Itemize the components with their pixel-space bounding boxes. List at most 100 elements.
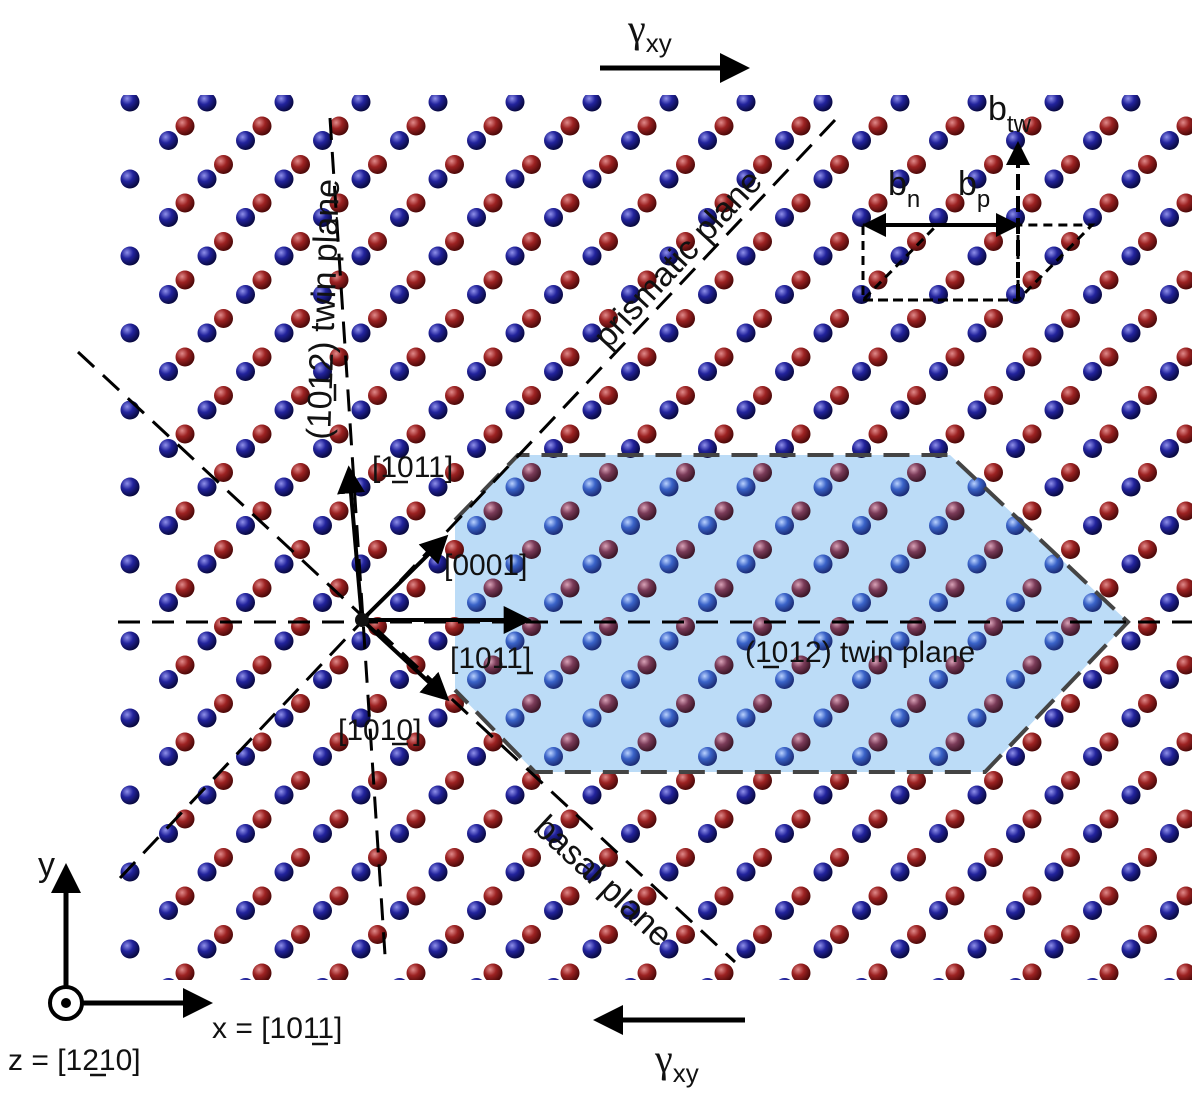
atom-blue (162, 978, 175, 980)
atom-blue (197, 323, 217, 343)
atom-red (945, 732, 965, 752)
atom-red (830, 848, 849, 867)
atom-red (637, 886, 657, 906)
atom-red (868, 809, 888, 829)
atom-blue (313, 747, 332, 766)
atom-red (483, 578, 503, 598)
atom-blue (967, 246, 987, 266)
atom-blue (852, 131, 871, 150)
atom-blue (390, 285, 409, 304)
atom-red (945, 424, 965, 444)
atom-red (714, 347, 734, 367)
atom-red (214, 309, 233, 328)
atom-blue (1083, 901, 1102, 920)
atom-blue (393, 978, 406, 980)
atom-red (868, 270, 888, 290)
atom-red (868, 501, 888, 521)
atom-blue (967, 631, 987, 651)
atom-blue (351, 95, 371, 112)
atom-red (1138, 309, 1157, 328)
atom-red (637, 809, 657, 829)
shear-label-top: γxy (627, 6, 672, 58)
atom-blue (967, 400, 987, 420)
atom-red (291, 694, 310, 713)
atom-blue (929, 362, 948, 381)
atom-red (1061, 309, 1080, 328)
atom-red (291, 155, 310, 174)
atom-red (252, 655, 272, 675)
atom-red (984, 771, 1003, 790)
atom-blue (813, 477, 833, 497)
atom-blue (428, 400, 448, 420)
atom-blue (1083, 208, 1102, 227)
atom-red (945, 270, 965, 290)
atom-red (522, 925, 541, 944)
atom-blue (621, 131, 640, 150)
atom-blue (775, 362, 794, 381)
atom-blue (428, 862, 448, 882)
atom-blue (390, 516, 409, 535)
atom-red (753, 925, 772, 944)
atom-red (907, 540, 926, 559)
atom-blue (698, 131, 717, 150)
atom-blue (778, 978, 791, 980)
atom-blue (813, 708, 833, 728)
atom-red (1099, 886, 1119, 906)
dir-1010-label: [1010] (338, 714, 421, 747)
atom-red (1138, 617, 1157, 636)
atom-blue (274, 246, 294, 266)
atom-red (676, 155, 695, 174)
atom-blue (544, 901, 563, 920)
atom-blue (1083, 516, 1102, 535)
atom-red (214, 617, 233, 636)
atom-blue (1006, 670, 1025, 689)
atom-red (830, 232, 849, 251)
atom-red (676, 463, 695, 482)
atom-red (868, 578, 888, 598)
arrow-1011-up (337, 465, 365, 621)
atom-blue (351, 785, 371, 805)
atom-blue (813, 785, 833, 805)
atom-red (1022, 578, 1042, 598)
atom-blue (274, 169, 294, 189)
atom-blue (1044, 554, 1064, 574)
atom-red (1061, 617, 1080, 636)
atom-red (599, 386, 618, 405)
atom-blue (1006, 593, 1025, 612)
atom-red (214, 771, 233, 790)
atom-blue (929, 593, 948, 612)
atom-red (637, 732, 657, 752)
atom-blue (120, 708, 140, 728)
atom-red (791, 501, 811, 521)
atom-red (522, 309, 541, 328)
atom-blue (544, 593, 563, 612)
atom-red (714, 963, 734, 980)
atom-blue (659, 554, 679, 574)
atom-blue (390, 362, 409, 381)
atom-blue (544, 285, 563, 304)
atom-blue (236, 824, 255, 843)
atom-blue (698, 208, 717, 227)
atom-blue (390, 901, 409, 920)
atom-red (522, 386, 541, 405)
atom-red (252, 193, 272, 213)
atom-red (1099, 963, 1119, 980)
atom-blue (659, 323, 679, 343)
atom-blue (1044, 95, 1064, 112)
atom-blue (313, 670, 332, 689)
atom-blue (775, 747, 794, 766)
atom-blue (505, 400, 525, 420)
prismatic-plane-line (118, 118, 837, 880)
atom-blue (813, 939, 833, 959)
atom-blue (659, 95, 679, 112)
atom-red (368, 232, 387, 251)
atom-red (522, 540, 541, 559)
atom-red (907, 463, 926, 482)
atom-red (1176, 116, 1192, 136)
atom-red (1138, 540, 1157, 559)
atom-blue (197, 400, 217, 420)
atom-red (907, 925, 926, 944)
atom-red (1022, 501, 1042, 521)
atom-red (406, 732, 426, 752)
atom-red (830, 1002, 849, 1021)
